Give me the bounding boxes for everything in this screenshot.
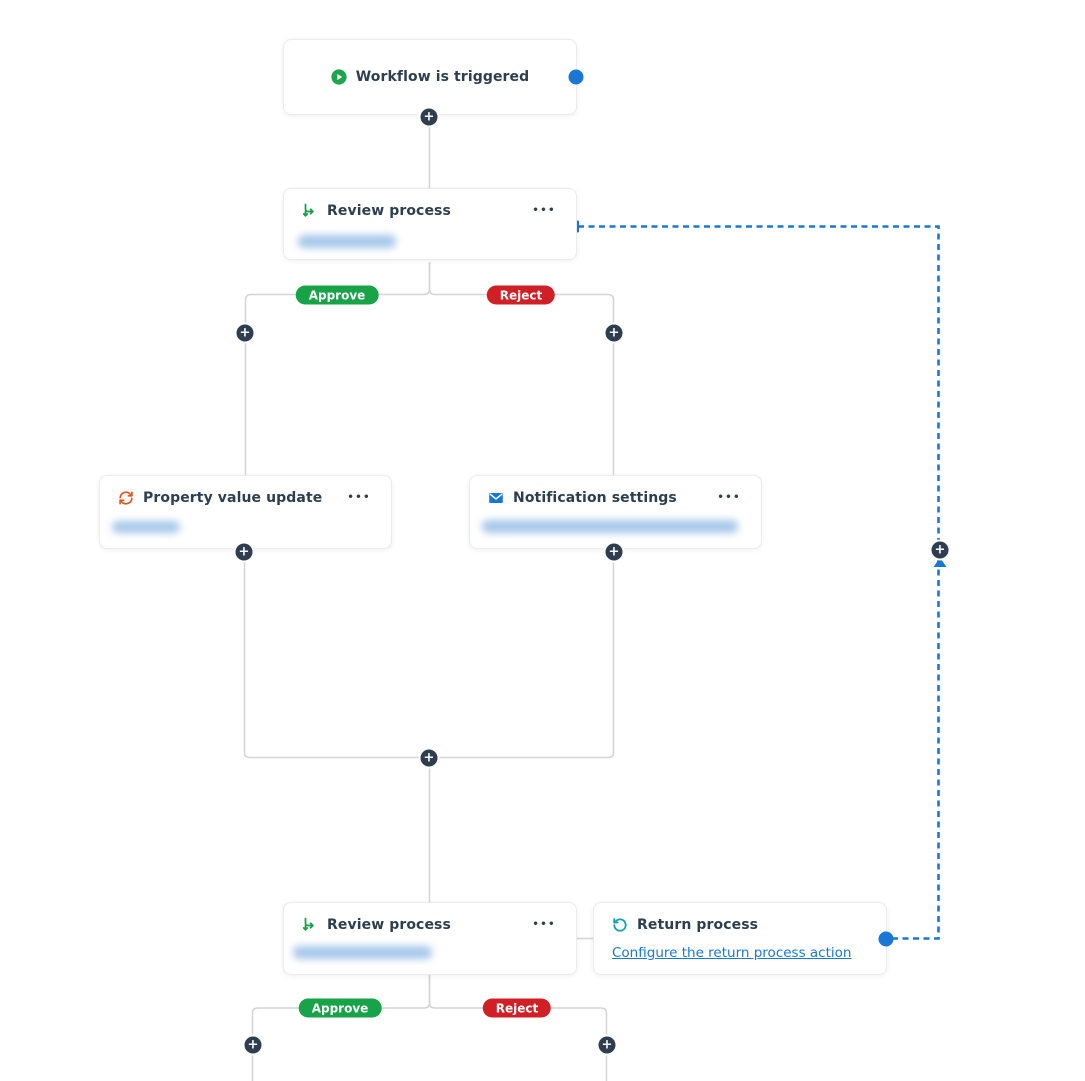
rotate-ccw-icon (612, 917, 628, 933)
sync-icon (118, 490, 134, 506)
add-step-button-return-loop[interactable]: + (929, 539, 951, 561)
more-menu-button[interactable]: ••• (532, 919, 556, 930)
trigger-output-port[interactable] (568, 69, 584, 85)
add-step-button[interactable]: + (603, 541, 625, 563)
add-step-button[interactable]: + (242, 1034, 264, 1056)
node-workflow-trigger[interactable]: Workflow is triggered (283, 39, 577, 115)
add-step-button[interactable]: + (418, 106, 440, 128)
add-step-button[interactable]: + (234, 322, 256, 344)
node-notification-settings[interactable]: Notification settings ••• (469, 475, 762, 549)
node-review-process-top[interactable]: Review process ••• (283, 188, 577, 260)
more-menu-button[interactable]: ••• (347, 492, 371, 503)
more-menu-button[interactable]: ••• (532, 205, 556, 216)
redacted-action-link[interactable] (482, 520, 738, 533)
return-loop-connector (575, 220, 947, 940)
node-review-process-bottom[interactable]: Review process ••• (283, 902, 577, 975)
node-title: Review process (327, 917, 451, 933)
add-step-button[interactable]: + (233, 541, 255, 563)
node-property-value-update[interactable]: Property value update ••• (99, 475, 392, 549)
node-title: Workflow is triggered (355, 69, 530, 85)
redacted-action-link[interactable] (112, 521, 180, 533)
node-return-process[interactable]: Return process Configure the return proc… (593, 902, 887, 975)
add-step-button[interactable]: + (603, 322, 625, 344)
node-title: Property value update (143, 490, 323, 506)
branch-label-reject: Reject (486, 285, 556, 305)
add-step-button[interactable]: + (596, 1034, 618, 1056)
branch-label-approve: Approve (298, 998, 382, 1018)
node-title: Return process (637, 917, 759, 933)
arrow-up-icon (933, 557, 947, 567)
node-title: Notification settings (513, 490, 677, 506)
branch-split-icon (302, 917, 318, 933)
add-step-button[interactable]: + (418, 747, 440, 769)
envelope-icon (488, 490, 504, 506)
return-output-port[interactable] (878, 931, 894, 947)
redacted-action-link[interactable] (298, 235, 396, 248)
configure-return-process-link[interactable]: Configure the return process action (612, 945, 852, 961)
branch-label-approve: Approve (295, 285, 379, 305)
branch-split-icon (302, 203, 318, 219)
more-menu-button[interactable]: ••• (717, 492, 741, 503)
redacted-action-link[interactable] (293, 946, 432, 959)
branch-label-reject: Reject (482, 998, 552, 1018)
node-title: Review process (327, 203, 451, 219)
play-circle-icon (331, 69, 347, 85)
